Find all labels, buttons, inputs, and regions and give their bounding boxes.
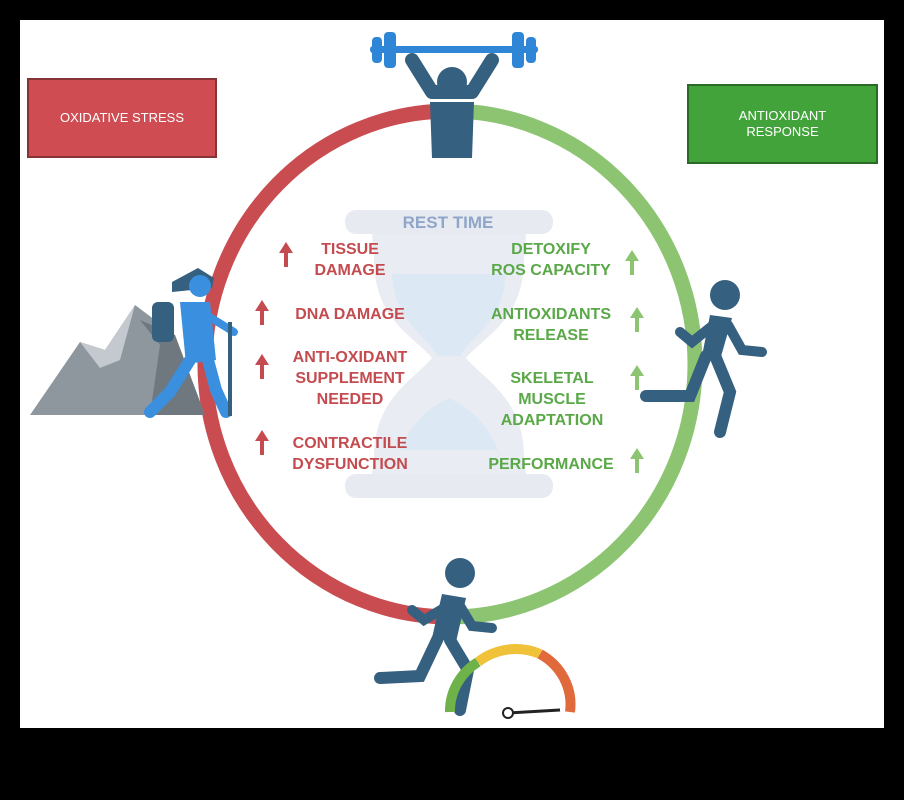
stress-effect-contractile-dysfunction: CONTRACTILE DYSFUNCTION <box>292 435 408 473</box>
stress-arrows <box>255 242 293 455</box>
antioxidant-response-box: ANTIOXIDANT RESPONSE <box>687 84 878 164</box>
response-effect-performance: PERFORMANCE <box>488 456 614 473</box>
response-effect-detoxify-ros: DETOXIFY ROS CAPACITY <box>491 241 611 279</box>
up-arrow-icon <box>625 250 639 275</box>
hiker-icon <box>144 268 238 418</box>
response-arc <box>449 103 703 625</box>
hourglass-icon <box>345 210 553 498</box>
runner-icon <box>640 280 767 438</box>
mountain-icon <box>30 305 205 415</box>
sprinter-icon <box>374 558 497 716</box>
up-arrow-icon <box>630 448 644 473</box>
up-arrow-icon <box>255 430 269 455</box>
stress-effect-dna-damage: DNA DAMAGE <box>295 306 405 323</box>
up-arrow-icon <box>630 365 644 390</box>
stress-effect-tissue-damage: TISSUE DAMAGE <box>314 241 386 279</box>
up-arrow-icon <box>255 354 269 379</box>
response-effect-antioxidants-release: ANTIOXIDANTS RELEASE <box>491 306 611 344</box>
up-arrow-icon <box>255 300 269 325</box>
response-arrows <box>625 250 644 473</box>
response-effect-skeletal-muscle-adaptation: SKELETAL MUSCLE ADAPTATION <box>500 370 604 429</box>
speed-gauge-icon <box>444 644 576 719</box>
oxidative-stress-box: OXIDATIVE STRESS <box>27 78 217 158</box>
weightlifter-icon <box>370 32 538 158</box>
up-arrow-icon <box>279 242 293 267</box>
diagram-svg <box>30 32 767 719</box>
diagram-canvas: OXIDATIVE STRESS ANTIOXIDANT RESPONSE RE… <box>20 20 884 728</box>
rest-time-label: REST TIME <box>402 213 494 232</box>
stress-effect-antioxidant-supplement: ANTI-OXIDANT SUPPLEMENT NEEDED <box>292 349 408 408</box>
up-arrow-icon <box>630 307 644 332</box>
